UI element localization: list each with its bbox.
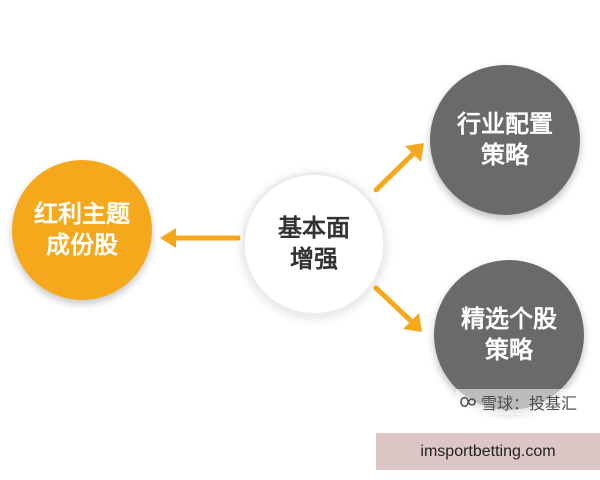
banner-text: imsportbetting.com: [420, 442, 556, 460]
arrowhead-to-industry: [405, 143, 424, 162]
arrow-to-stock: [373, 285, 415, 325]
xueqiu-logo-icon: [460, 396, 476, 408]
watermark-text: 雪球：投基汇: [481, 394, 578, 413]
arrow-to-industry: [373, 150, 417, 193]
watermark: 雪球：投基汇: [456, 389, 581, 415]
site-banner[interactable]: imsportbetting.com: [376, 433, 600, 470]
fundamental-enhancement-label: 基本面增强: [278, 214, 350, 273]
stock-selection-node: 精选个股策略: [434, 260, 584, 410]
industry-allocation-label: 行业配置策略: [457, 110, 553, 169]
industry-allocation-node: 行业配置策略: [430, 65, 580, 215]
arrowhead-to-dividend: [160, 228, 176, 248]
dividend-theme-label: 红利主题成份股: [34, 200, 130, 259]
dividend-theme-node: 红利主题成份股: [12, 160, 152, 300]
fundamental-enhancement-node: 基本面增强: [242, 172, 386, 316]
stock-selection-label: 精选个股策略: [461, 305, 557, 364]
arrowhead-to-stock: [403, 313, 422, 332]
